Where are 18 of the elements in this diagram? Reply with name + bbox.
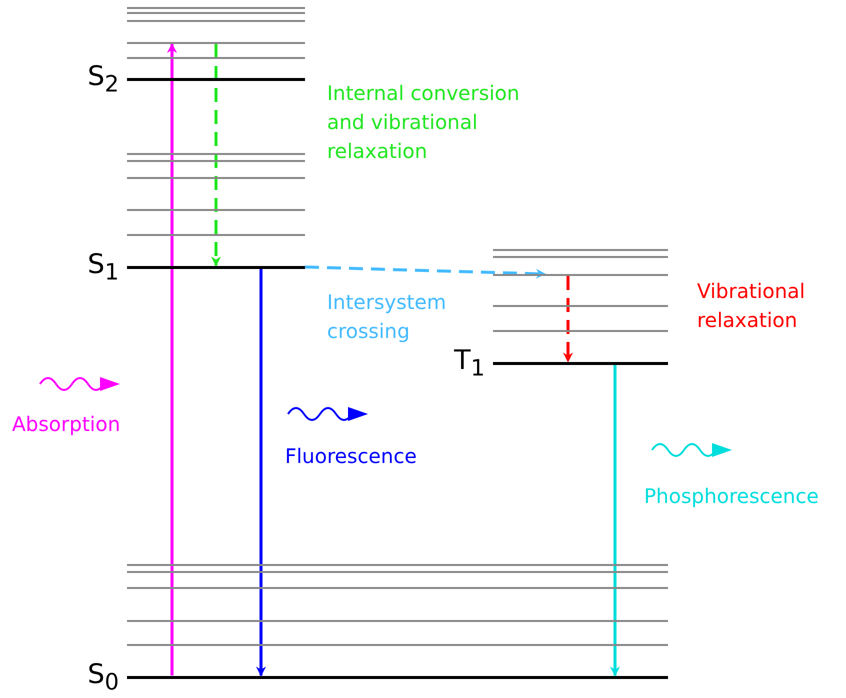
process-label: Intersystem crossing	[327, 289, 448, 345]
transition-arrow	[167, 43, 177, 676]
process-label: Internal conversion and vibrational relaxation	[327, 80, 521, 165]
state-label: T$_{1}$	[454, 345, 485, 384]
transition-arrow	[610, 364, 620, 676]
process-label: Absorption	[12, 411, 122, 438]
state-label: S$_{2}$	[88, 61, 119, 100]
process-label: Fluorescence	[285, 443, 418, 470]
transition-arrow	[563, 276, 573, 362]
process-label: Vibrational relaxation	[697, 278, 806, 334]
transition-arrow	[211, 44, 221, 266]
vibrational-level-line	[127, 42, 305, 44]
transition-arrow	[256, 268, 266, 676]
process-label: Phosphorescence	[644, 483, 820, 510]
state-label: S$_{1}$	[88, 249, 119, 288]
vibrational-level-line	[493, 274, 668, 276]
state-label: S$_{0}$	[88, 659, 119, 698]
transition-arrow	[304, 266, 546, 279]
